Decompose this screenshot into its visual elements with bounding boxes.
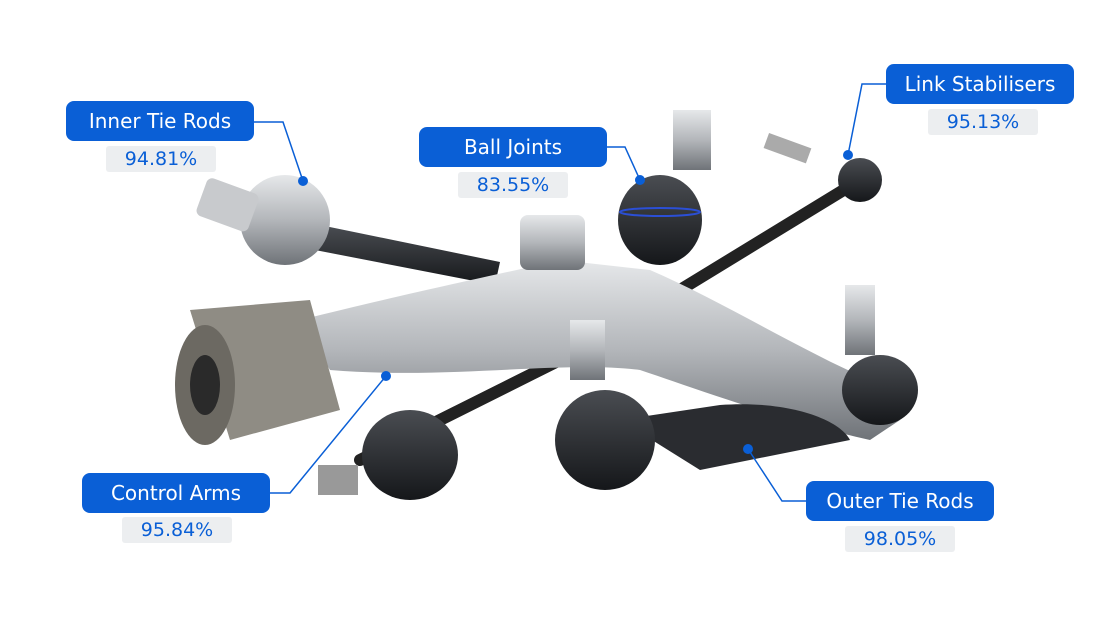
outer-tie-rod-part <box>555 285 918 490</box>
marker-dot <box>298 176 308 186</box>
ball-joint-part <box>618 110 711 265</box>
label-link-stabilisers: Link Stabilisers <box>886 64 1074 104</box>
value-outer-tie-rods: 98.05% <box>845 526 955 552</box>
label-ball-joints: Ball Joints <box>419 127 607 167</box>
label-control-arms: Control Arms <box>82 473 270 513</box>
marker-dot <box>381 371 391 381</box>
marker-dot <box>635 175 645 185</box>
marker-dot <box>843 150 853 160</box>
value-ball-joints: 83.55% <box>458 172 568 198</box>
label-inner-tie-rods: Inner Tie Rods <box>66 101 254 141</box>
inner-tie-rod-part <box>196 175 500 285</box>
value-inner-tie-rods: 94.81% <box>106 146 216 172</box>
label-outer-tie-rods: Outer Tie Rods <box>806 481 994 521</box>
value-control-arms: 95.84% <box>122 517 232 543</box>
value-link-stabilisers: 95.13% <box>928 109 1038 135</box>
marker-dot <box>743 444 753 454</box>
leader-inner-tie-rods <box>254 121 304 182</box>
leader-control-arms <box>270 375 387 494</box>
leader-ball-joints <box>606 146 641 181</box>
leader-link-stabilisers <box>847 83 886 156</box>
leader-outer-tie-rods <box>747 448 806 502</box>
link-stabiliser-part <box>318 132 882 500</box>
